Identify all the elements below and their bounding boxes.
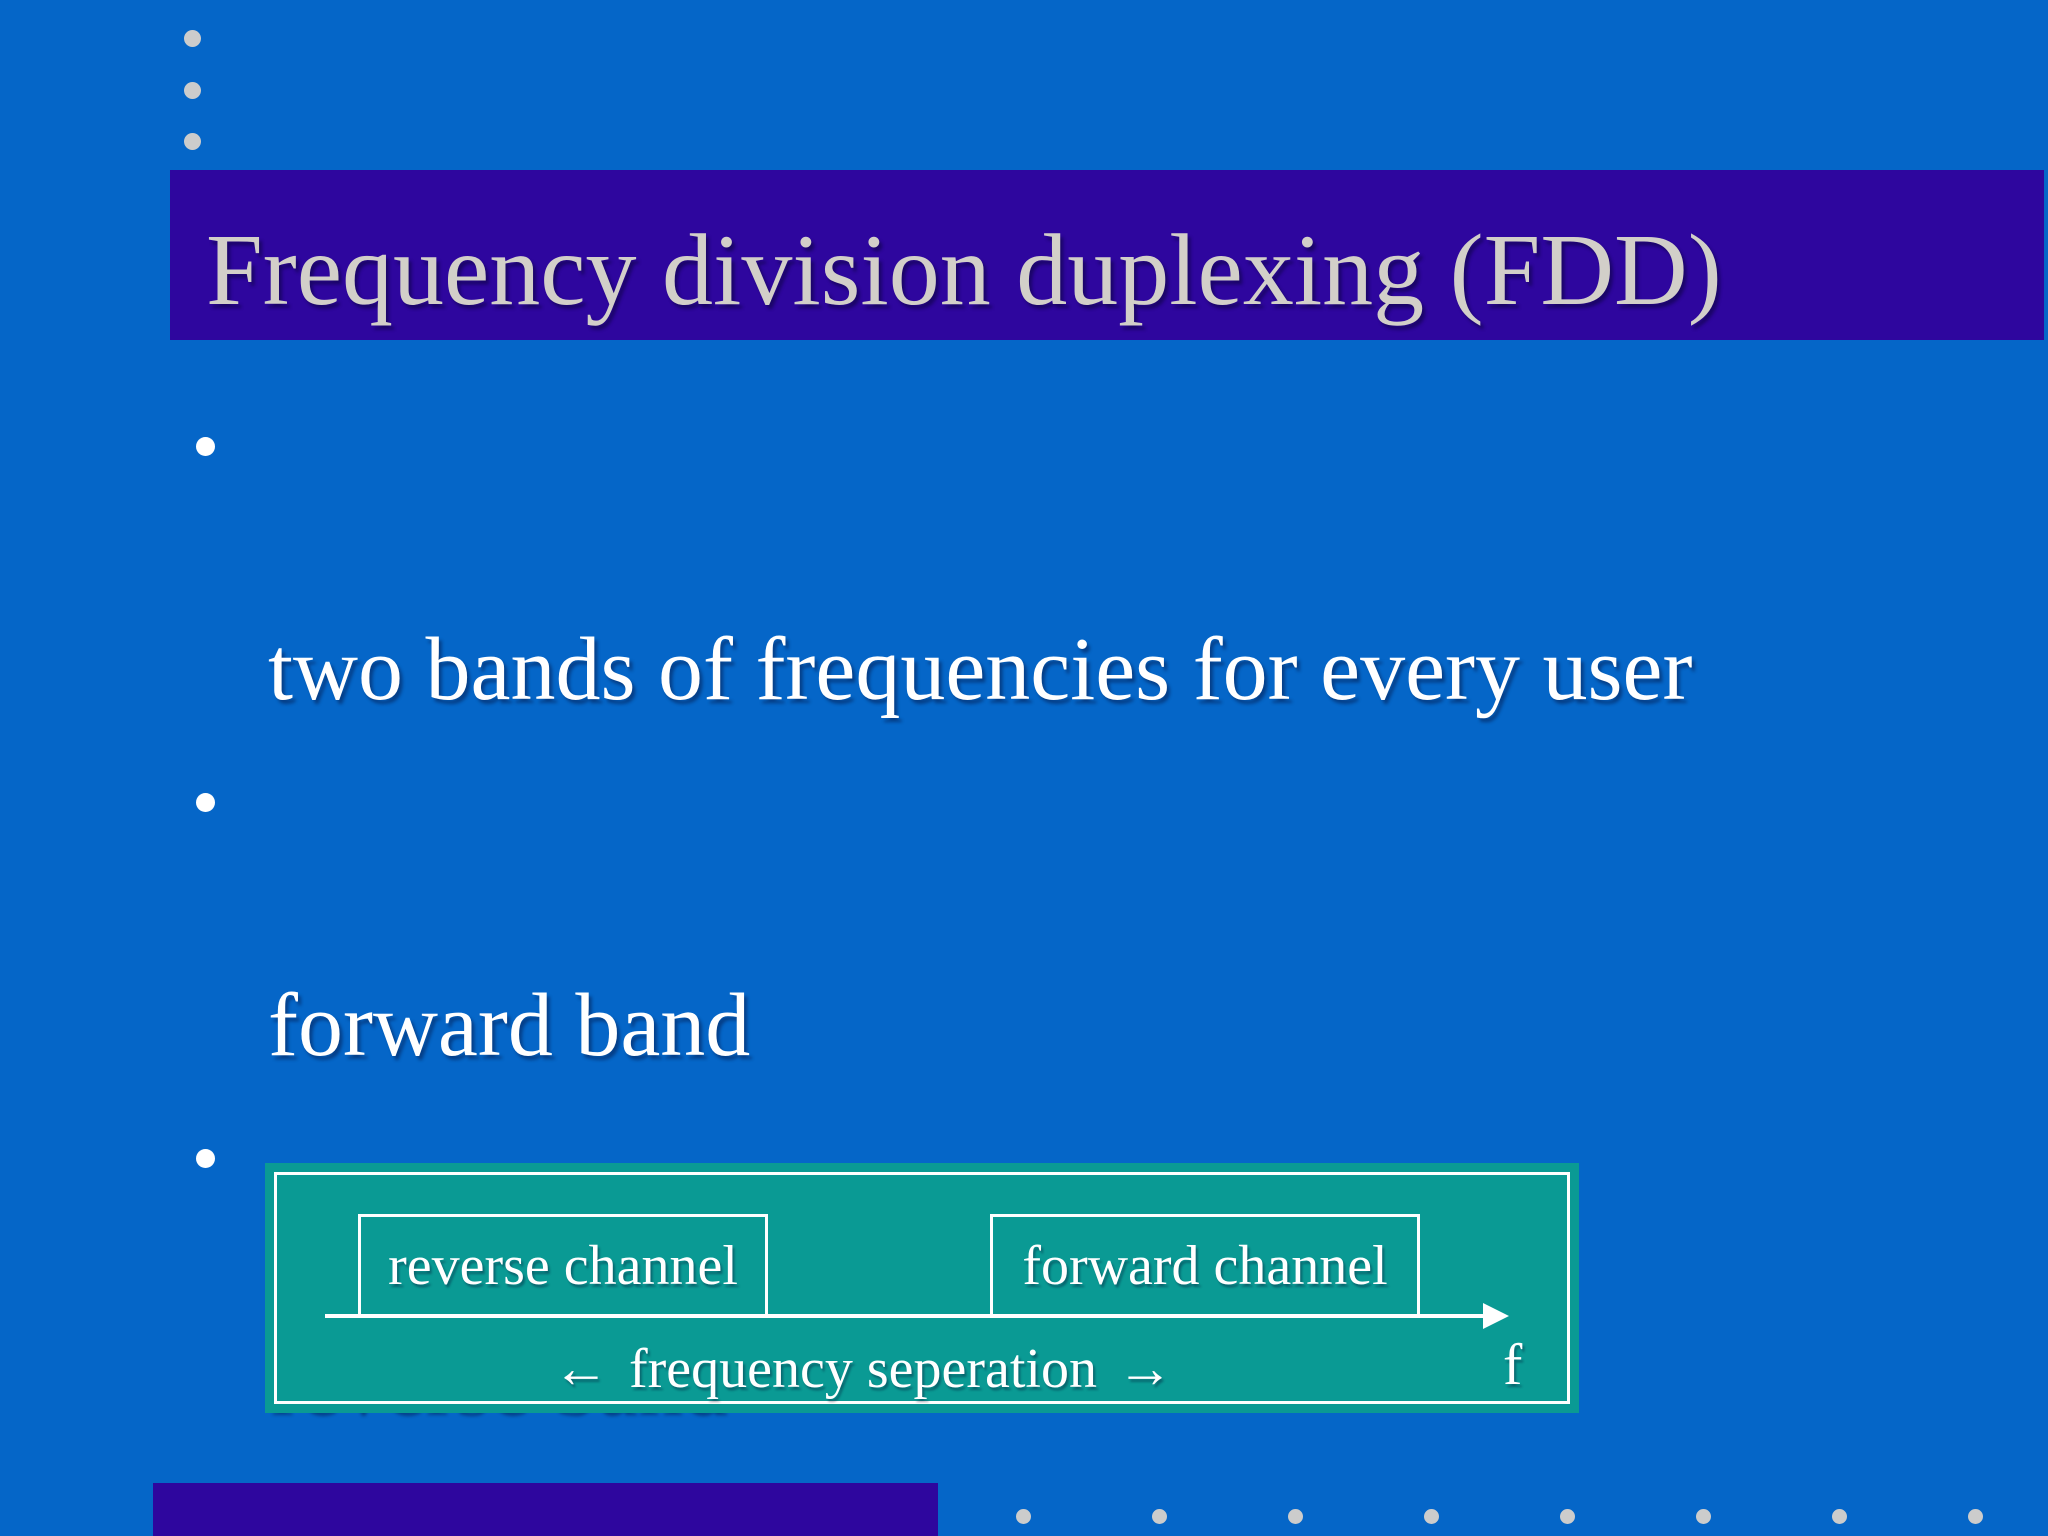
deco-dot-icon [1832, 1509, 1847, 1524]
slide-title: Frequency division duplexing (FDD) [206, 214, 1722, 327]
reverse-channel-label: reverse channel [388, 1234, 738, 1297]
fdd-diagram: reverse channel forward channel ← freque… [274, 1172, 1570, 1404]
deco-dot-icon [1288, 1509, 1303, 1524]
deco-dot-icon [1016, 1509, 1031, 1524]
bullet-marker [196, 1149, 215, 1168]
bullet-text: two bands of frequencies for every user [268, 620, 1693, 719]
right-arrow-icon: → [1117, 1338, 1173, 1400]
deco-dot-icon [1560, 1509, 1575, 1524]
bullet-item: two bands of frequencies for every user [170, 390, 1930, 726]
forward-channel-label: forward channel [1022, 1234, 1388, 1297]
title-bar: Frequency division duplexing (FDD) [170, 170, 2044, 340]
deco-dot-icon [184, 30, 201, 47]
bullet-list: two bands of frequencies for every user … [170, 390, 1930, 1536]
frequency-separation-label: ← frequency seperation → [483, 1337, 1243, 1401]
footer-dots [1016, 1509, 1983, 1524]
bullet-marker [196, 793, 215, 812]
footer-bar [153, 1483, 938, 1536]
forward-channel-box: forward channel [990, 1214, 1420, 1317]
deco-dot-icon [1968, 1509, 1983, 1524]
reverse-channel-box: reverse channel [358, 1214, 768, 1317]
axis-arrowhead-icon [1483, 1303, 1509, 1329]
deco-dot-icon [1424, 1509, 1439, 1524]
deco-dot-icon [1152, 1509, 1167, 1524]
separation-text: frequency seperation [629, 1338, 1097, 1400]
bullet-item: forward band [170, 746, 1930, 1082]
bullet-marker [196, 437, 215, 456]
frequency-axis-line [325, 1314, 1485, 1318]
axis-f-label: f [1503, 1332, 1523, 1397]
bullet-text: forward band [268, 976, 751, 1075]
deco-dot-icon [184, 133, 201, 150]
deco-dot-icon [184, 82, 201, 99]
left-arrow-icon: ← [553, 1338, 609, 1400]
deco-dot-icon [1696, 1509, 1711, 1524]
